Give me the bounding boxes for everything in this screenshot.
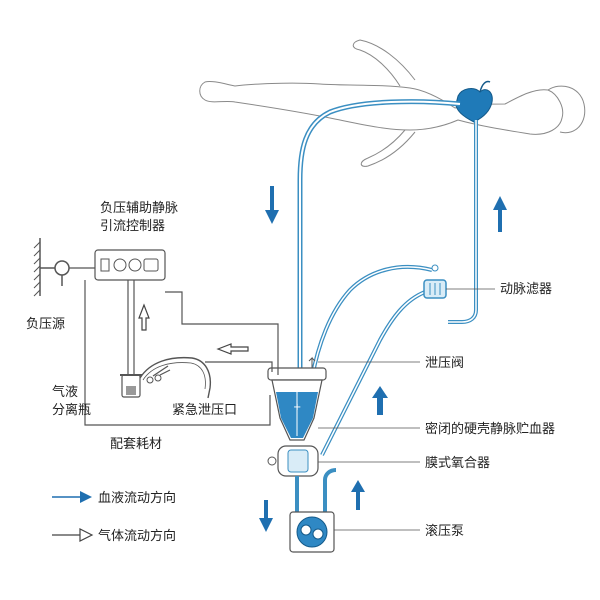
relief-valve-label: 泄压阀: [425, 356, 464, 371]
gas-flow-arrow-up: [138, 303, 150, 331]
legend-gas-arrow: [79, 528, 94, 542]
legend-blood-arrow: [80, 491, 92, 503]
roller-pump-label: 滚压泵: [425, 523, 464, 539]
body-arm-lower: [360, 129, 416, 167]
arterial-return-line: [448, 120, 478, 324]
controller-knob: [113, 258, 127, 272]
oxygenator-to-filter-line-inner: [321, 291, 426, 456]
consumables-box: [84, 280, 271, 426]
gas-line-to-reservoir: [205, 361, 273, 372]
legend: 血液流动方向 气体流动方向: [52, 490, 176, 544]
emergency-port-tube: [139, 356, 212, 399]
blood-flow-arrow-up: [493, 196, 507, 232]
reservoir-label: 密闭的硬壳静脉贮血器: [425, 421, 555, 437]
arterial-return-line-inner: [448, 120, 477, 323]
gas-flow-arrow-left: [216, 343, 249, 355]
relief-valve: [308, 356, 316, 368]
roller-pump-roller: [312, 528, 324, 540]
emergency-port-label: 紧急泄压口: [172, 403, 237, 418]
venous-line-inner: [299, 100, 461, 370]
separator-label-line2: 分离瓶: [52, 402, 91, 418]
oxygenator-to-filter-line: [320, 290, 426, 456]
body-head: [547, 85, 586, 134]
controller-label-line2: 引流控制器: [100, 219, 165, 234]
controller-knob: [128, 258, 142, 272]
heart-icon: [455, 88, 493, 123]
body-arm-upper: [352, 39, 416, 87]
blood-flow-arrow-up: [372, 386, 388, 415]
consumables-label: 配套耗材: [110, 436, 162, 452]
blood-flow-arrow-down: [265, 186, 279, 224]
oxygenator-core: [287, 449, 309, 473]
pump-to-oxygenator-line: [323, 468, 337, 515]
controller-switch: [143, 258, 159, 272]
purge-line-inner: [311, 266, 433, 379]
heart-vessel: [479, 80, 491, 93]
oxygenator-label: 膜式氧合器: [425, 456, 490, 471]
reservoir-lid: [267, 367, 327, 381]
filter-vent: [431, 264, 439, 272]
purge-line: [310, 265, 433, 379]
vacuum-source-label: 负压源: [26, 317, 65, 332]
gauge-icon: [54, 260, 70, 276]
legend-gas-label: 气体流动方向: [98, 528, 176, 544]
separator-label-line1: 气液: [52, 384, 78, 400]
blood-flow-arrow-down: [259, 500, 273, 532]
arterial-filter-label: 动脉滤器: [500, 282, 552, 297]
emergency-port-tube-inner: [142, 362, 206, 390]
wall-hatch: [33, 241, 41, 297]
roller-pump-roller: [300, 524, 312, 536]
oxygenator-port: [267, 456, 277, 466]
roller-pump-rotor: [296, 516, 328, 548]
clamp-icon: [146, 365, 171, 384]
consumables-outline: [165, 291, 279, 375]
legend-blood-label: 血液流动方向: [98, 490, 176, 506]
reservoir-marker: +: [293, 402, 301, 413]
separator-bottle-fill: [126, 386, 136, 395]
human-body-outline: [199, 81, 564, 135]
controller-display: [100, 258, 110, 272]
controller-label-line1: 负压辅助静脉: [100, 201, 178, 216]
blood-flow-arrow-up: [351, 480, 365, 510]
